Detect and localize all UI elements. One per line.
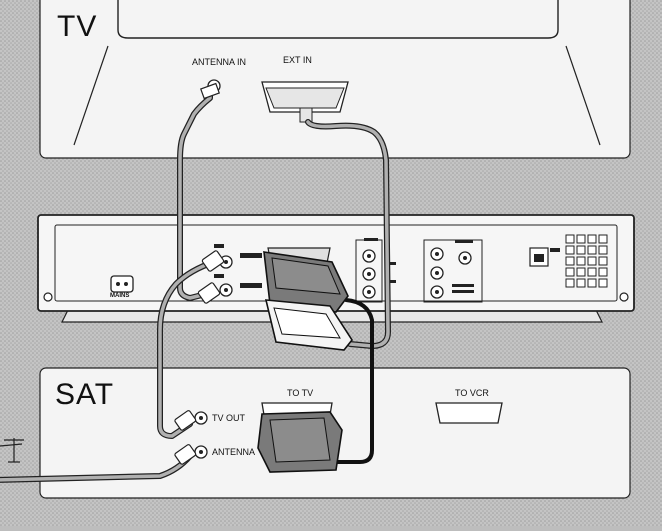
mains-label: MAINS <box>110 293 130 299</box>
tv-unit <box>39 0 631 159</box>
sat-to-vcr-socket <box>435 402 503 424</box>
sat-title: SAT <box>55 378 115 411</box>
cable-sat-scart <box>332 298 374 464</box>
sat-antenna-label: ANTENNA <box>212 447 256 457</box>
component-jacks <box>423 239 483 303</box>
external-antenna-icon <box>0 438 24 463</box>
recorder-antenna-plugs <box>197 250 225 304</box>
sat-to-tv-label: TO TV <box>287 388 314 398</box>
mains-socket <box>110 275 134 293</box>
cable-tv-antenna <box>177 89 217 301</box>
fan-grille <box>565 234 608 288</box>
tv-title: TV <box>57 10 98 43</box>
sat-tv-out-label: TV OUT <box>212 413 245 423</box>
tv-ext-in-label: EXT IN <box>283 55 312 65</box>
switch <box>529 247 560 267</box>
tv-ext-in-scart <box>261 81 349 123</box>
tv-antenna-in-label: ANTENNA IN <box>192 57 247 67</box>
cable-sat-tv-out <box>157 259 217 439</box>
audio-video-jacks <box>355 238 396 303</box>
sat-to-vcr-label: TO VCR <box>455 388 489 398</box>
recorder-scart-plug-bottom <box>264 299 353 351</box>
recorder-scart-plug-top <box>263 251 349 313</box>
tv-antenna-plug <box>200 82 220 100</box>
sat-scart-plug <box>257 411 343 473</box>
cable-ext-in-scart <box>305 119 391 349</box>
sat-antenna-plugs <box>174 410 197 465</box>
